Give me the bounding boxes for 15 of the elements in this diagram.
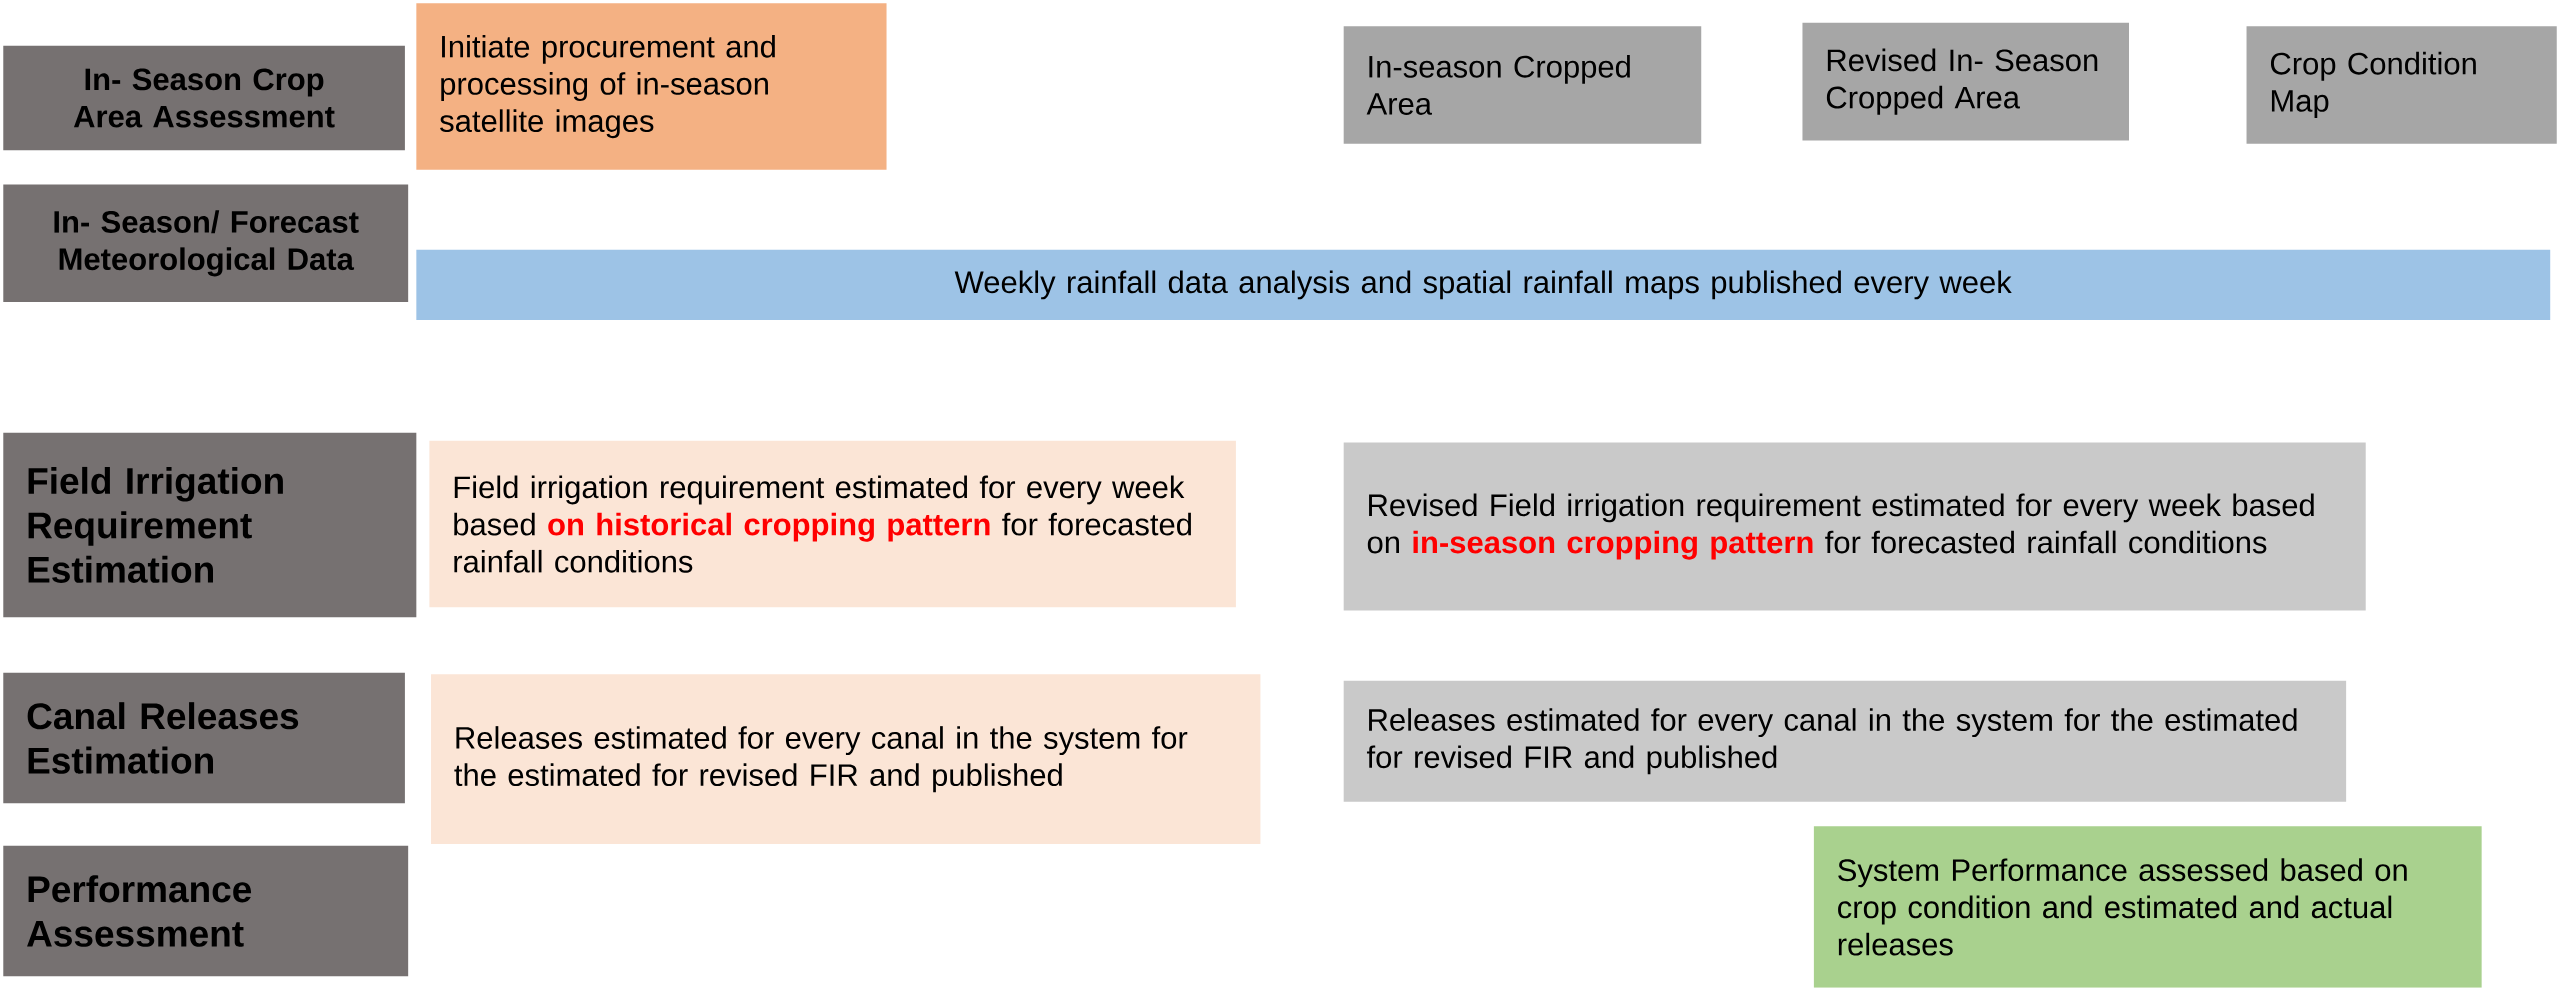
- row-label-box: In- Season Crop Area Assessment: [3, 45, 405, 151]
- row-label-box: Canal Releases Estimation: [3, 672, 405, 804]
- output-box: In-season Cropped Area: [1343, 26, 1702, 144]
- row-label-box: In- Season/ Forecast Meteorological Data: [3, 184, 409, 303]
- output-box: Revised In- Season Cropped Area: [1802, 23, 2129, 141]
- task-box: Releases estimated for every canal in the system for the estimated for revised FIR and published: [431, 674, 1261, 845]
- task-box: Releases estimated for every canal in the system for the estimated for revised FIR and published: [1343, 680, 2347, 802]
- task-box: Field irrigation requirement estimated for every week based on historical cropping pattern for forecasted rainfall conditions: [429, 440, 1236, 608]
- row-label-box: Performance Assessment: [3, 845, 409, 977]
- task-box: Revised Field irrigation requirement estimated for every week based on in-season cropping pattern for forecasted rainfall conditions: [1343, 442, 2366, 611]
- row-label-box: Field Irrigation Requirement Estimation: [3, 432, 417, 618]
- output-box: Crop Condition Map: [2246, 26, 2557, 144]
- task-box: System Performance assessed based on crop condition and estimated and actual releases: [1813, 826, 2482, 988]
- banner-bar: Weekly rainfall data analysis and spatial rainfall maps published every week: [416, 249, 2551, 321]
- task-box: Initiate procurement and processing of in-season satellite images: [416, 3, 887, 170]
